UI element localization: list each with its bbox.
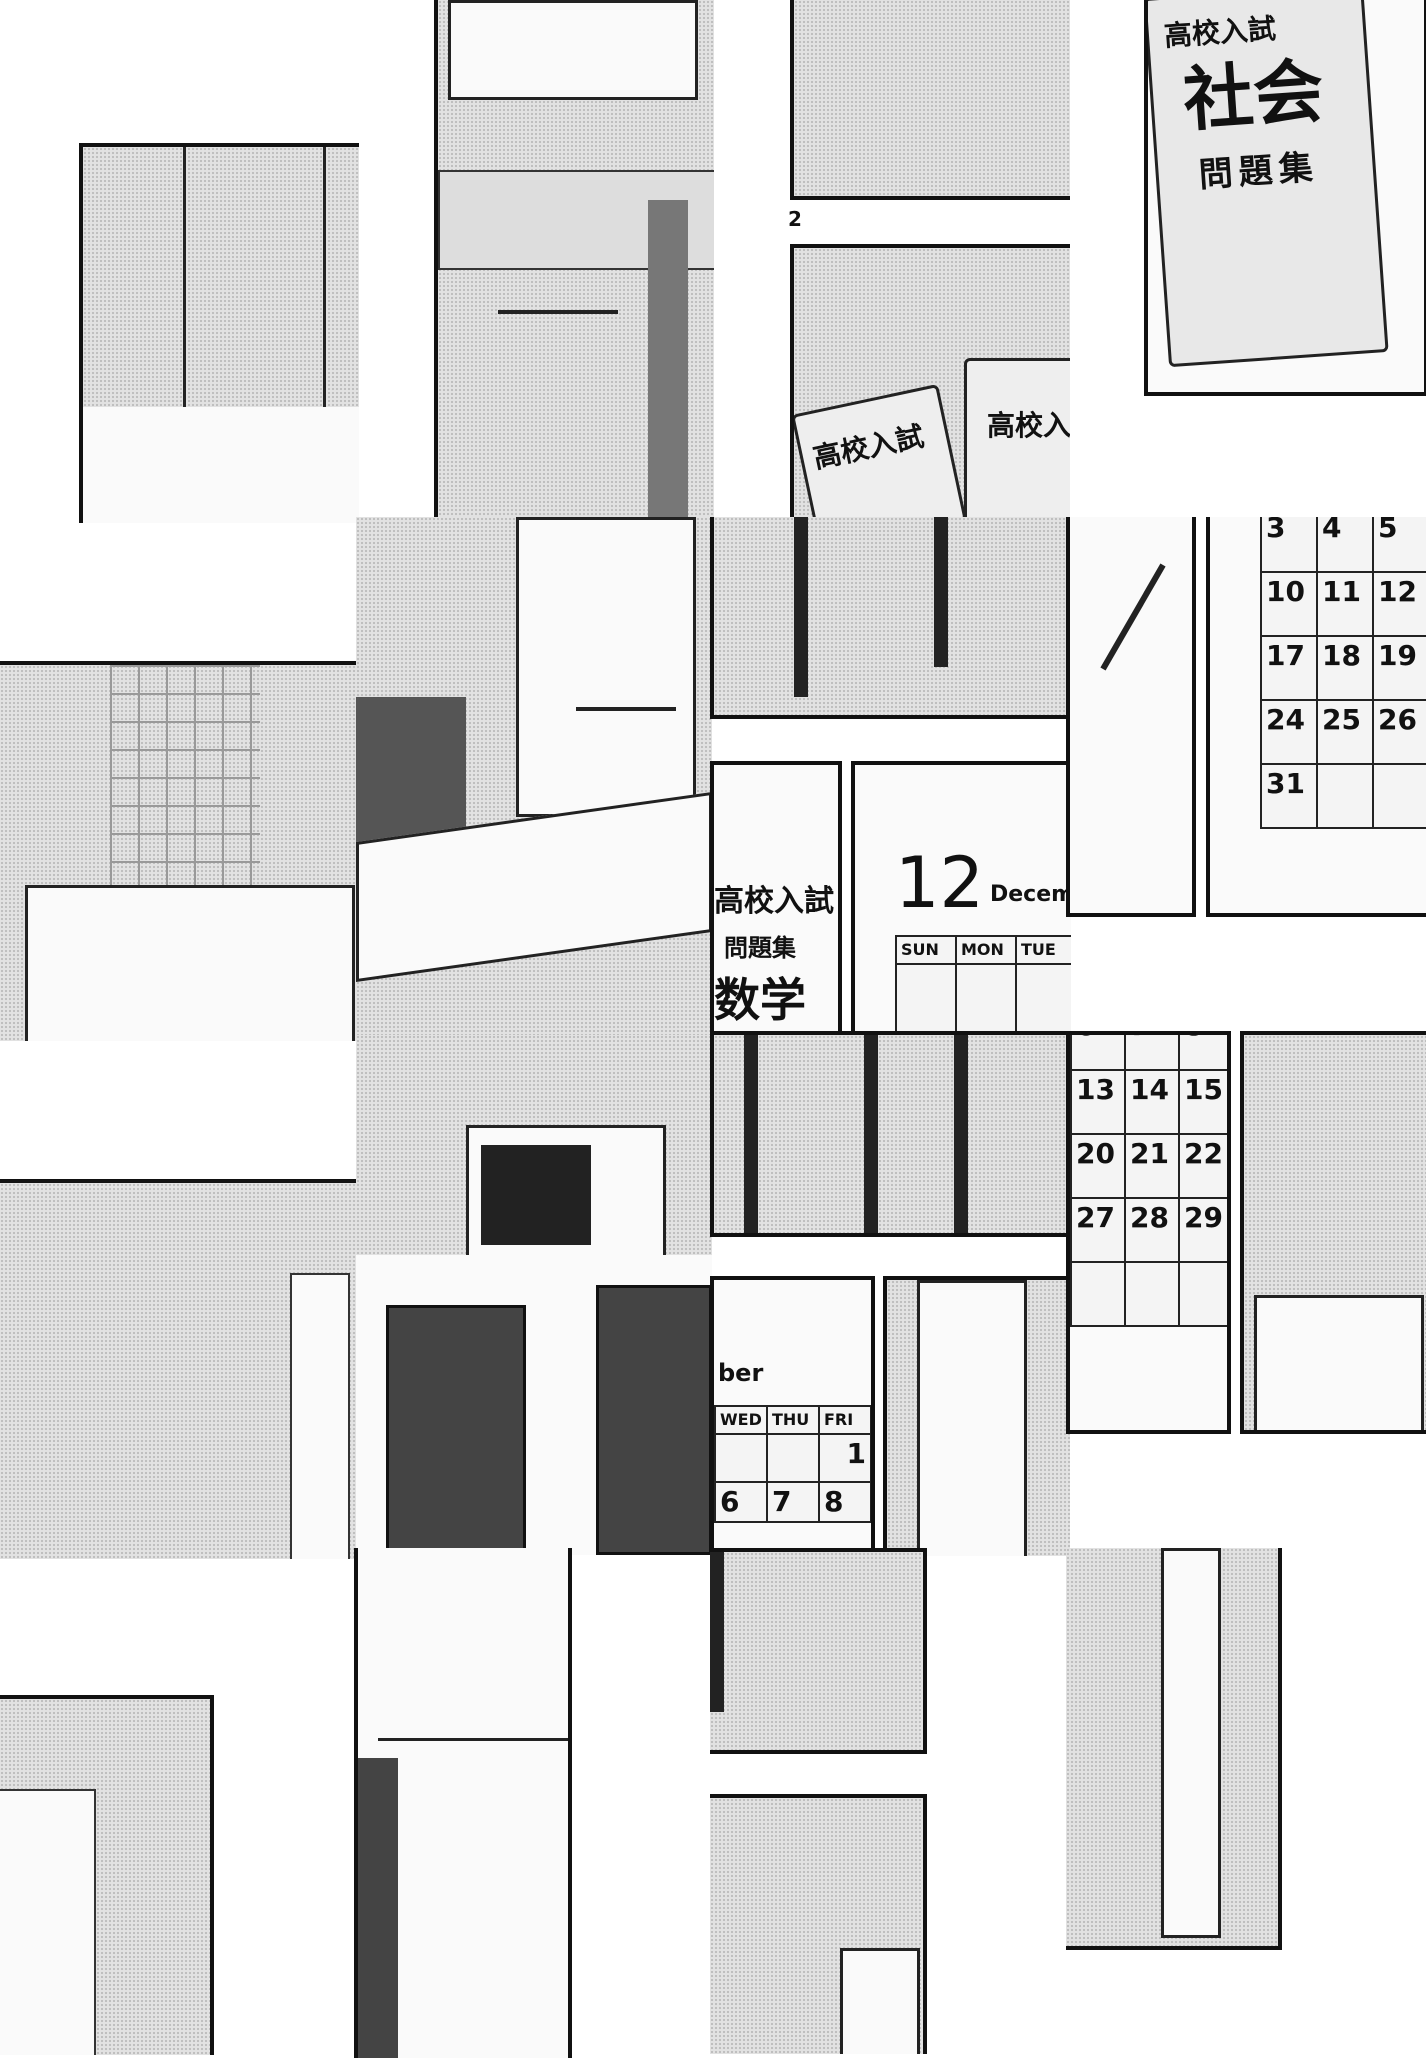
calendar-month-name: Decem	[990, 882, 1071, 907]
calendar-month-name: ber	[718, 1359, 764, 1387]
panel-floor-tiles	[710, 1548, 927, 1754]
panel-kitchen-sink	[434, 0, 714, 521]
panel-chair-legs	[710, 1031, 1070, 1237]
panel-window	[354, 1548, 572, 2058]
panel-tiled-wall	[0, 661, 358, 1041]
panel-cabinet	[79, 143, 359, 523]
panel-table-legs	[710, 517, 1070, 719]
panel-entrance-step	[1240, 1031, 1426, 1434]
panel-workbooks: 高校入試 高校入試	[790, 244, 1070, 524]
book-subject: 数学	[714, 973, 806, 1027]
book-type: 問題集	[1197, 147, 1320, 196]
page-number: 2	[788, 207, 802, 231]
panel-doorway	[710, 1794, 927, 2054]
panel-pen-book	[1066, 517, 1196, 917]
book-subject: 社会	[1180, 49, 1327, 142]
panel-door	[883, 1276, 1070, 1556]
panel-microwave-chairs	[356, 1035, 712, 1555]
panel-pillar	[1066, 1548, 1282, 1950]
book-series: 高校入試	[1162, 11, 1277, 53]
panel-workbook-math: 高校入試 問題集 数学	[710, 761, 842, 1041]
book-type: 問題集	[724, 934, 796, 962]
panel-fridge-table	[356, 517, 712, 1037]
panel-wall-curtain	[0, 1179, 358, 1559]
book-series: 高校入試	[714, 884, 834, 919]
book-title: 高校入試	[810, 419, 927, 476]
panel-floor-top	[790, 0, 1070, 200]
panel-social-studies-book: 高校入試 社会 問題集	[1144, 0, 1426, 396]
calendar-month-number: 12	[895, 842, 985, 924]
book-title: 高校入試	[987, 409, 1070, 442]
panel-curtain	[0, 1695, 214, 2055]
